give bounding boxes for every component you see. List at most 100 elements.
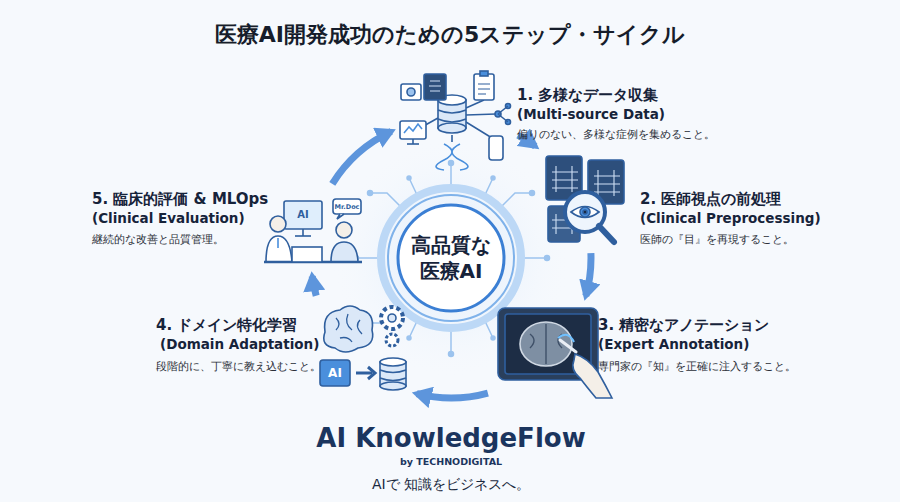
data-collection-icon-part	[400, 121, 426, 139]
clinical-evaluation-icon-part	[337, 214, 344, 219]
domain-learning-icon-part	[336, 314, 362, 342]
domain-learning-icon-part	[388, 314, 396, 322]
data-collection-icon-part	[478, 84, 490, 94]
domain-learning-icon-part	[356, 372, 372, 375]
inner-ring	[388, 195, 514, 321]
domain-learning-icon-part	[368, 367, 375, 379]
data-collection-icon-part	[424, 74, 446, 100]
circuit-rays-part	[491, 336, 495, 340]
clinical-evaluation-icon-part	[295, 235, 311, 237]
step-english: (Domain Adaptation)	[160, 336, 319, 352]
data-collection-icon-part	[498, 106, 508, 122]
diagram-title: 医療AI開発成功のための5ステップ・サイクル	[0, 20, 900, 50]
screen-text: AI	[297, 210, 308, 220]
data-collection-icon-part	[466, 122, 492, 138]
speech-bubble-text: Mr.Doc	[335, 204, 360, 211]
cycle-arrow	[417, 393, 488, 398]
cycle-arrow	[586, 253, 591, 296]
preprocessing-icon-part	[583, 210, 587, 214]
circuit-rays-part	[372, 193, 402, 208]
circuit-rays-part	[368, 191, 373, 196]
step-description: 専門家の『知』を正確に注入すること。	[598, 360, 796, 373]
brand-company: by TECHNODIGITAL	[400, 457, 502, 467]
domain-learning-icon-part	[380, 382, 406, 390]
domain-learning-icon-part	[380, 358, 406, 366]
step-english: (Clinical Preprocessing)	[640, 210, 821, 226]
clinical-evaluation-icon-part	[270, 216, 286, 232]
preprocessing-icon-part	[599, 226, 614, 242]
data-collection-icon-part	[466, 100, 484, 108]
circle-outline	[396, 203, 506, 313]
clinical-evaluation-icon	[264, 199, 362, 262]
circuit-rays-part	[407, 336, 411, 340]
clinical-evaluation-icon-part	[333, 199, 361, 214]
data-collection-icon-part	[489, 136, 503, 160]
step-english: (Expert Annotation)	[598, 336, 749, 352]
center-text: 高品質な 医療AI	[407, 232, 495, 284]
preprocessing-icon-part	[571, 207, 599, 218]
cycle-arrow	[332, 131, 391, 183]
data-collection-icon-part	[401, 84, 421, 100]
circle-shape	[398, 205, 504, 311]
circuit-rays-part	[449, 352, 454, 357]
step-node: 1. 多様なデータ収集(Multi-source Data)偏りのない、多様な症…	[398, 72, 512, 170]
domain-learning-icon-part	[320, 360, 350, 386]
domain-learning-icon-part	[386, 334, 398, 346]
step-node: 5. 臨床的評価 & MLOps(Clinical Evaluation)継続的…	[262, 190, 362, 270]
data-collection-icon-part	[480, 71, 488, 76]
step-description: 段階的に、丁寧に教え込むこと。	[156, 360, 321, 373]
brand-tagline: AIで 知識をビジネスへ。	[372, 477, 530, 491]
data-collection-icon-part	[407, 88, 415, 96]
outer-ring	[381, 188, 521, 328]
domain-learning-icon-part	[380, 370, 406, 381]
data-collection-icon-part	[404, 124, 422, 133]
step-node: 3. 精密なアノテーション(Expert Annotation)専門家の『知』を…	[494, 302, 610, 400]
clinical-evaluation-icon-part	[331, 242, 358, 262]
data-collection-icon-part	[474, 74, 494, 100]
step-english: (Multi-source Data)	[517, 106, 665, 122]
step-heading: 1. 多様なデータ収集	[517, 86, 658, 104]
step-description: 偏りのない、多様な症例を集めること。	[517, 128, 715, 141]
data-collection-icon-part	[466, 114, 496, 115]
clinical-evaluation-icon-part	[266, 236, 292, 262]
preprocessing-icon-part	[594, 170, 620, 196]
circuit-rays-part	[530, 191, 535, 196]
clinical-evaluation-icon-part	[302, 229, 304, 236]
step-description: 継続的な改善と品質管理。	[92, 233, 224, 246]
step-english: (Clinical Evaluation)	[92, 210, 245, 226]
circuit-rays-part	[407, 176, 411, 180]
ai-box-text: AI	[328, 367, 342, 379]
annotation-icon-part	[530, 324, 562, 364]
step-description: 医師の『目』を再現すること。	[640, 233, 794, 246]
data-collection-icon-part	[436, 144, 468, 170]
circuit-rays-part	[491, 176, 495, 180]
clinical-evaluation-icon-part	[277, 238, 279, 248]
center-circle: 高品質な 医療AI	[396, 203, 506, 313]
brand-name: AI KnowledgeFlow	[316, 425, 585, 451]
preprocessing-icon	[546, 156, 624, 242]
step-heading: 5. 臨床的評価 & MLOps	[92, 190, 268, 208]
step-heading: 2. 医師視点の前処理	[640, 190, 781, 208]
circuit-rays-part	[545, 256, 550, 261]
data-collection-icon-part	[451, 135, 453, 142]
clinical-evaluation-icon-part	[284, 201, 322, 229]
preprocessing-icon-part	[580, 207, 590, 217]
annotation-icon	[498, 308, 612, 398]
domain-learning-icon	[320, 306, 406, 390]
step-heading: 3. 精密なアノテーション	[598, 316, 769, 334]
circuit-rays-part	[449, 161, 454, 166]
clinical-evaluation-icon-part	[292, 247, 322, 262]
data-collection-icon-part	[429, 81, 441, 91]
data-collection-icon-part	[438, 110, 466, 122]
data-collection-icon-part	[438, 123, 466, 133]
domain-learning-icon-part	[324, 306, 373, 352]
clinical-evaluation-icon-part	[336, 222, 352, 238]
preprocessing-icon-part	[552, 166, 578, 192]
step-node: 2. 医師視点の前処理(Clinical Preprocessing)医師の『目…	[542, 152, 628, 246]
cycle-arrow	[312, 276, 316, 295]
step-node: 4. ドメイン特化学習(Domain Adaptation)段階的に、丁寧に教え…	[316, 302, 410, 400]
step-heading: 4. ドメイン特化学習	[156, 316, 297, 334]
annotation-icon-part	[560, 340, 576, 352]
